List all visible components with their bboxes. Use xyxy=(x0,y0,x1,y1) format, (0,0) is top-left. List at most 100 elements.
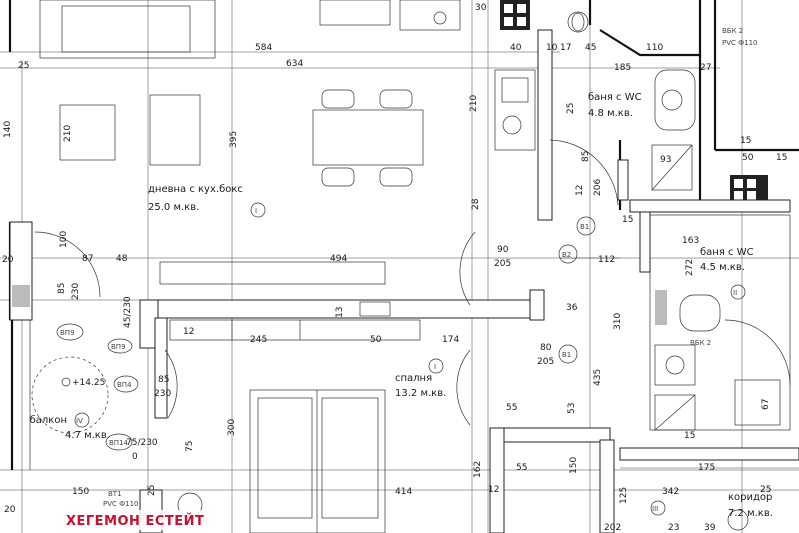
dim-25-left: 25 xyxy=(18,61,29,71)
tag-pvc-bottom: PVC Ф110 xyxy=(103,500,139,508)
dim-175: 175 xyxy=(698,463,715,473)
dim-50-b: 50 xyxy=(370,335,382,345)
room-bedroom: I спалня 13.2 м.кв. xyxy=(395,358,446,399)
dim-435: 435 xyxy=(593,369,603,386)
dim-87: 87 xyxy=(82,254,93,264)
dimensions: 584 634 25 140 210 395 210 30 40 10 17 4… xyxy=(2,3,787,533)
room-bedroom-name: спалня xyxy=(395,373,432,384)
tag-b2: B2 xyxy=(562,251,571,259)
room-bath2: баня с WC 4.5 м.кв. II xyxy=(700,247,754,300)
dim-17: 17 xyxy=(560,43,571,53)
dim-50-a: 50 xyxy=(742,153,754,163)
dim-245: 245 xyxy=(250,335,267,345)
dim-0: 0 xyxy=(132,452,138,462)
dim-230-a: 230 xyxy=(71,283,81,300)
room-living: дневна с кух.бокс 25.0 м.кв. I xyxy=(148,184,266,218)
dim-53: 53 xyxy=(567,403,577,414)
dim-100: 100 xyxy=(59,231,69,248)
dim-150-b: 150 xyxy=(569,457,579,474)
dim-55-a: 55 xyxy=(506,403,517,413)
dim-163: 163 xyxy=(682,236,699,246)
tag-vp9-b: ВП9 xyxy=(111,343,126,351)
dim-45: 45 xyxy=(585,43,596,53)
dim-23: 23 xyxy=(668,523,679,533)
dim-90: 90 xyxy=(497,245,509,255)
room-balcony-name: балкон xyxy=(30,415,67,426)
tag-b1-top: B1 xyxy=(580,223,589,231)
dim-45-230: 45/230 xyxy=(123,296,133,328)
tag-b1-mid: B1 xyxy=(562,351,571,359)
dim-272: 272 xyxy=(685,259,695,276)
dim-28: 28 xyxy=(471,198,481,210)
dim-414: 414 xyxy=(395,487,412,497)
room-corridor-area: 7.2 м.кв. xyxy=(728,508,773,519)
dim-210-left: 210 xyxy=(63,125,73,142)
tag-vbk2-mid: ВБК 2 xyxy=(690,339,711,347)
dim-12-c: 12 xyxy=(488,485,499,495)
tag-vbk2-top: ВБК 2 xyxy=(722,27,743,35)
dim-125: 125 xyxy=(619,487,629,504)
dim-140: 140 xyxy=(3,121,13,138)
dim-12-a: 12 xyxy=(575,185,585,196)
room-bath2-marker: II xyxy=(733,289,737,297)
dim-205-a: 205 xyxy=(494,259,511,269)
dim-206: 206 xyxy=(593,179,603,196)
room-living-marker: I xyxy=(255,207,257,215)
dim-48: 48 xyxy=(116,254,128,264)
tag-vp9-a: ВП9 xyxy=(60,329,75,337)
dim-75: 75 xyxy=(185,441,195,452)
room-corridor-marker: III xyxy=(652,505,658,513)
dim-202: 202 xyxy=(604,523,621,533)
dim-310: 310 xyxy=(613,313,623,330)
dim-25-c: 25 xyxy=(760,485,771,495)
dim-395: 395 xyxy=(229,131,239,148)
room-bath2-name: баня с WC xyxy=(700,247,754,258)
dim-162: 162 xyxy=(473,461,483,478)
dim-25-bath: 25 xyxy=(566,103,576,114)
tag-bt1: ВТ1 xyxy=(108,490,122,498)
room-bedroom-marker: I xyxy=(434,363,436,371)
room-balcony-area: 4.7 м.кв. xyxy=(65,430,110,441)
dim-12-b: 12 xyxy=(183,327,194,337)
dim-75-230: 75/230 xyxy=(126,438,158,448)
dim-174: 174 xyxy=(442,335,459,345)
dim-300: 300 xyxy=(227,419,237,436)
dim-584: 584 xyxy=(255,43,272,53)
dim-80: 80 xyxy=(540,343,552,353)
room-corridor-name: коридор xyxy=(728,492,772,503)
dim-13: 13 xyxy=(335,307,345,318)
level-mark: +14.25 xyxy=(72,378,105,388)
dim-230-b: 230 xyxy=(154,389,171,399)
room-living-area: 25.0 м.кв. xyxy=(148,202,199,213)
room-balcony-marker: IV xyxy=(76,417,83,425)
dim-15-a: 15 xyxy=(740,136,751,146)
dim-15-d: 15 xyxy=(684,431,695,441)
dim-85-b: 85 xyxy=(57,283,67,294)
dim-36: 36 xyxy=(566,303,578,313)
room-balcony: IV балкон 4.7 м.кв. xyxy=(30,412,110,441)
room-bath2-area: 4.5 м.кв. xyxy=(700,262,745,273)
room-bedroom-area: 13.2 м.кв. xyxy=(395,388,446,399)
dim-55-b: 55 xyxy=(516,463,527,473)
watermark: ХЕГЕМОН ЕСТЕЙТ xyxy=(66,513,204,529)
dim-20: 20 xyxy=(2,255,14,265)
room-living-name: дневна с кух.бокс xyxy=(148,184,243,195)
dim-150: 150 xyxy=(72,487,89,497)
dim-185: 185 xyxy=(614,63,631,73)
dim-27: 27 xyxy=(700,63,711,73)
room-corridor: коридор 7.2 м.кв. III xyxy=(650,492,773,519)
door-window-tags: B1 B2 B1 ВП9 ВП9 ВП4 ВП14 ВБК 2 PVC Ф110… xyxy=(56,27,758,508)
dim-110: 110 xyxy=(646,43,663,53)
dim-67: 67 xyxy=(761,399,771,410)
dim-85-c: 85 xyxy=(158,375,169,385)
dim-30-top: 30 xyxy=(475,3,487,13)
dim-205-b: 205 xyxy=(537,357,554,367)
dim-15-b: 15 xyxy=(776,153,787,163)
dim-634: 634 xyxy=(286,59,303,69)
dim-494: 494 xyxy=(330,254,347,264)
dim-210-mid: 210 xyxy=(469,95,479,112)
dim-85-a: 85 xyxy=(581,151,591,162)
room-bath1-name: баня с WC xyxy=(588,92,642,103)
dim-39: 39 xyxy=(704,523,716,533)
